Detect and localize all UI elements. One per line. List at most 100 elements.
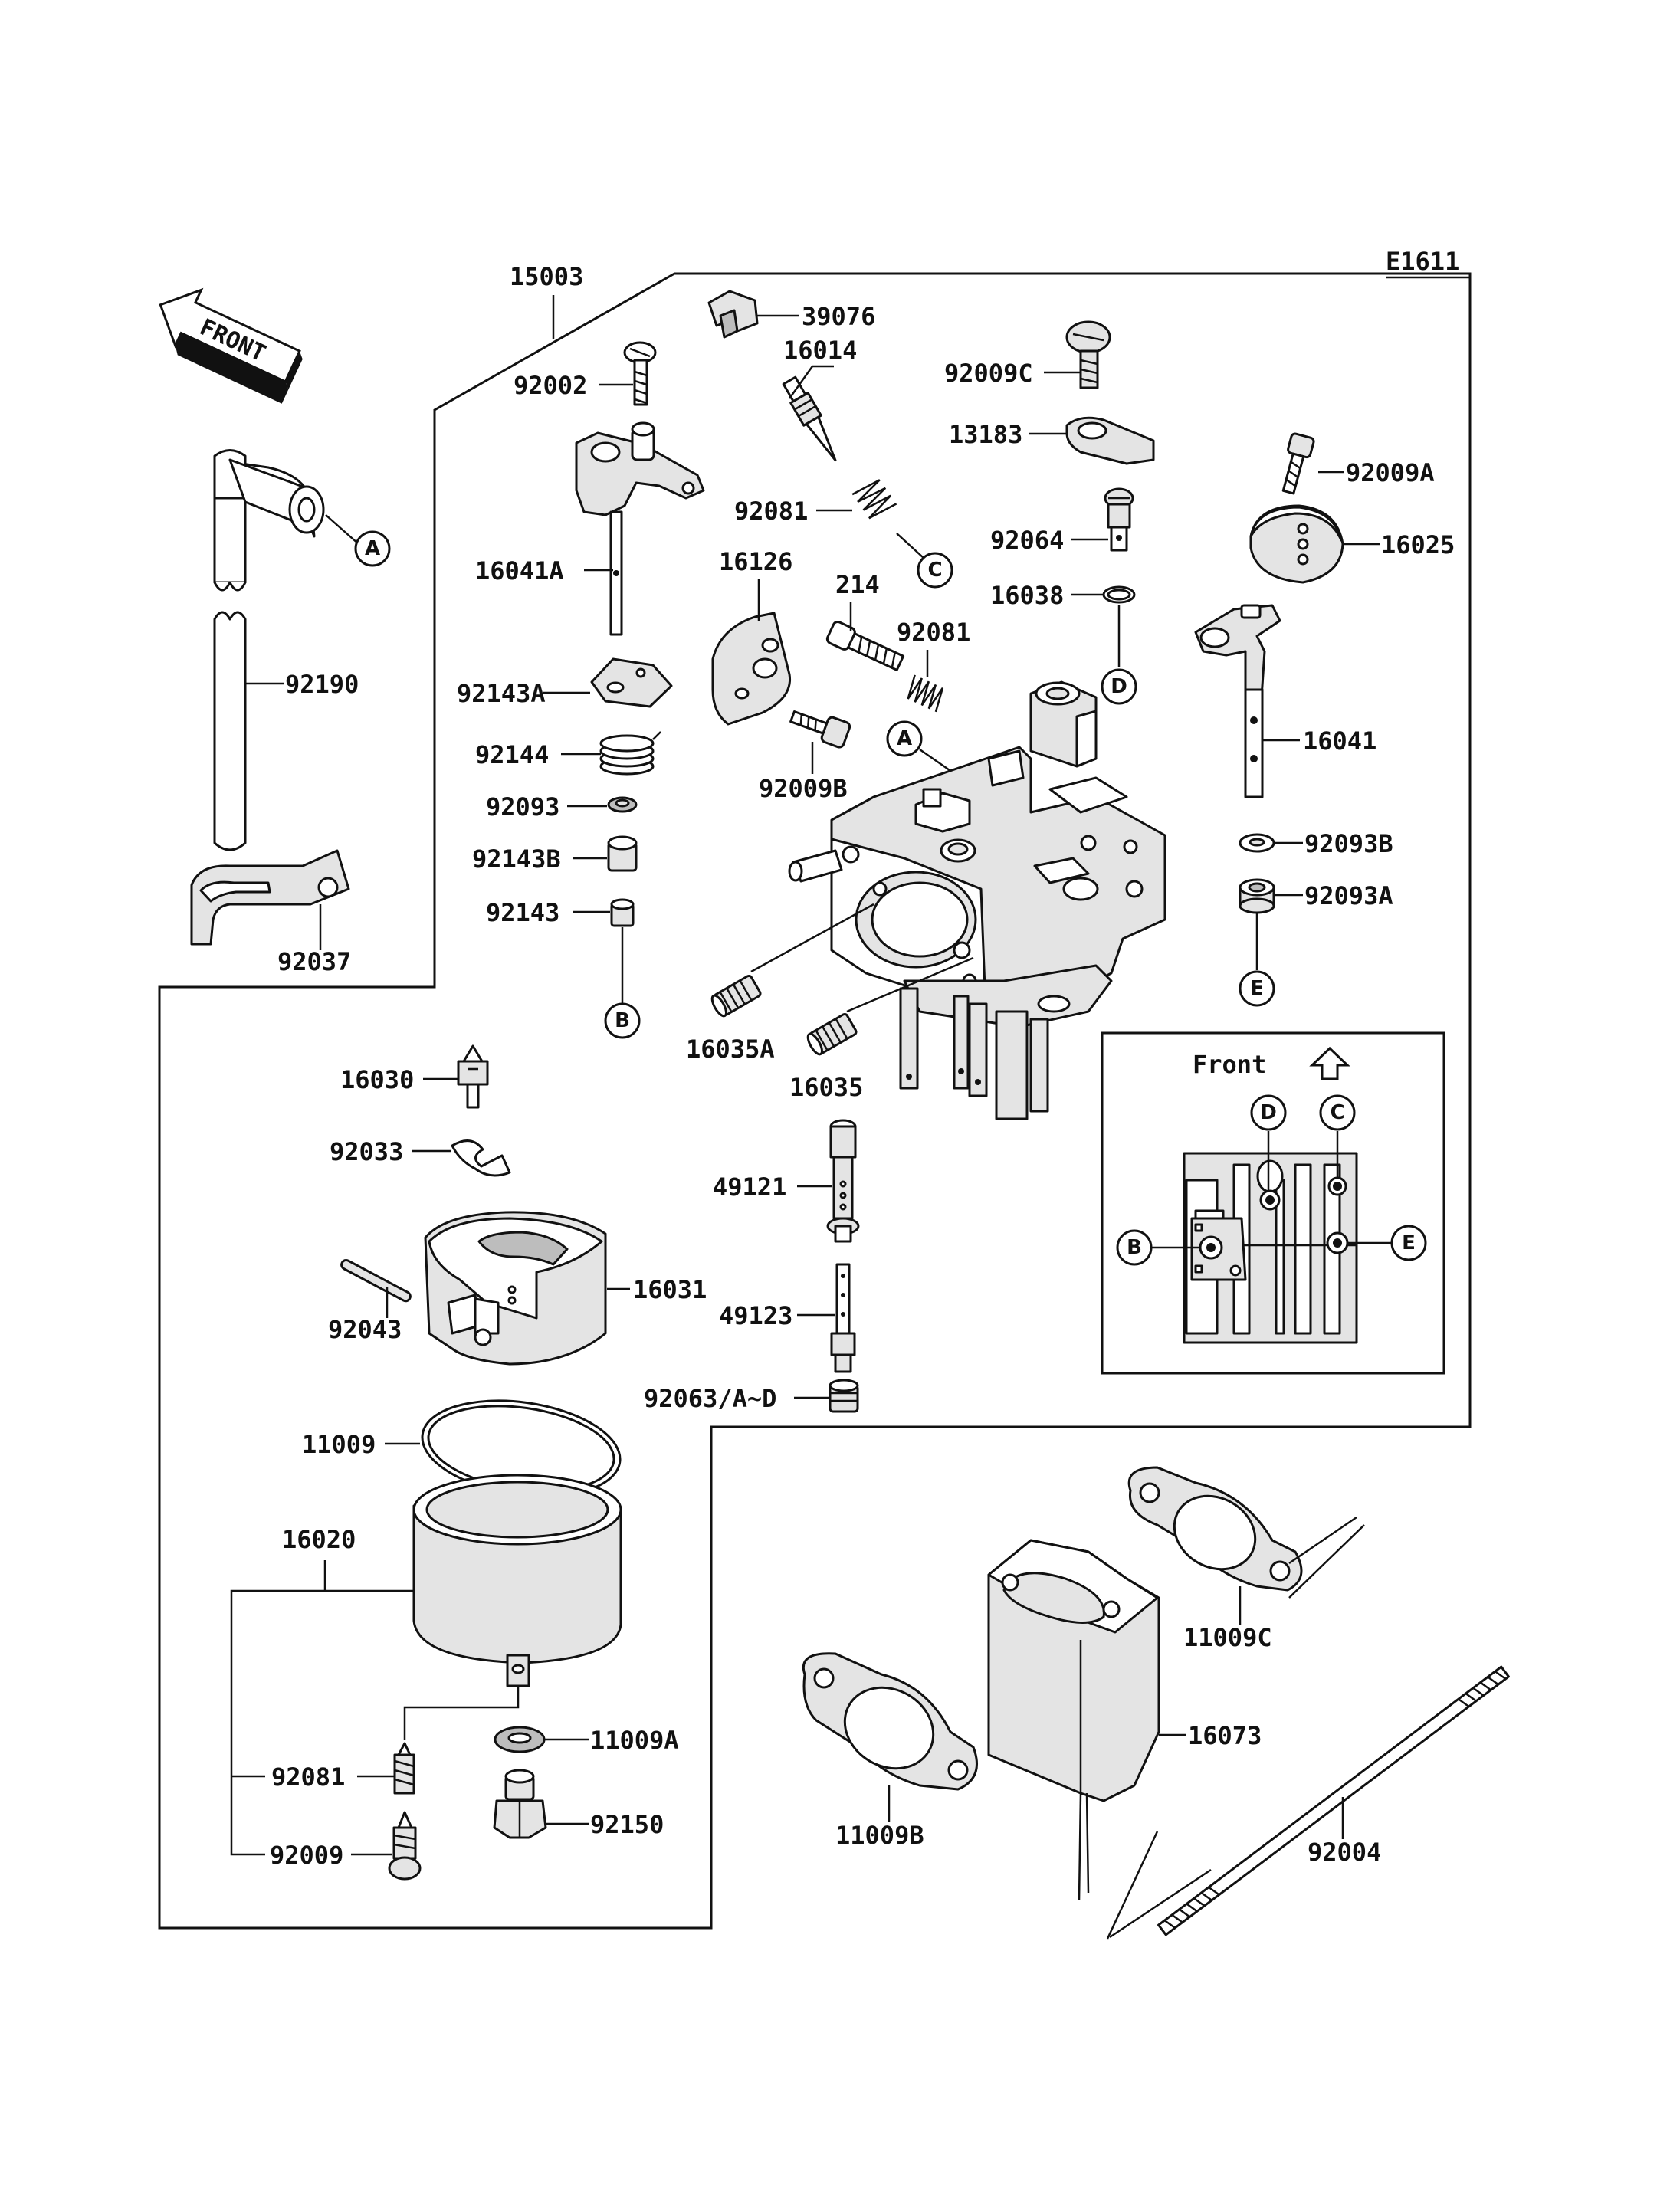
part-label-92150: 92150 — [590, 1810, 664, 1839]
part-throttle-lever-16041 — [1194, 604, 1281, 798]
part-float-needle-16014 — [782, 375, 837, 462]
part-label-92143A: 92143A — [457, 679, 546, 708]
part-label-92043: 92043 — [328, 1315, 402, 1344]
part-label-92144: 92144 — [475, 740, 549, 769]
callout-a-left: A — [354, 530, 391, 567]
part-spring-92081-bottom — [393, 1742, 415, 1795]
part-insulator-16073 — [987, 1539, 1160, 1802]
part-label-92093: 92093 — [486, 792, 559, 821]
part-spring-92081-top — [851, 479, 897, 520]
part-label-16073: 16073 — [1188, 1721, 1262, 1750]
part-label-92033: 92033 — [330, 1137, 403, 1166]
part-label-92081-top: 92081 — [734, 497, 808, 526]
part-screw-92064 — [1104, 487, 1134, 552]
part-label-16126: 16126 — [719, 547, 792, 576]
part-label-16025: 16025 — [1381, 530, 1455, 559]
part-bushing-92143B — [607, 835, 638, 872]
arrow-up-icon — [1309, 1046, 1350, 1080]
svg-text:C: C — [927, 559, 942, 582]
part-plug-92063 — [829, 1379, 859, 1413]
part-clip-39076 — [707, 290, 759, 339]
part-washer-92093 — [607, 796, 638, 813]
callout-e-inset: E — [1390, 1225, 1427, 1261]
part-label-13183: 13183 — [949, 420, 1022, 449]
part-label-16035: 16035 — [789, 1073, 863, 1102]
svg-text:A: A — [365, 537, 380, 560]
part-label-92190: 92190 — [285, 670, 359, 699]
part-clamp-92037 — [190, 849, 350, 946]
part-washer-11009A — [494, 1726, 546, 1753]
part-label-92009C: 92009C — [944, 359, 1033, 388]
part-label-16041A: 16041A — [475, 556, 564, 585]
part-emulsion-tube-49121 — [826, 1119, 860, 1243]
part-label-16035A: 16035A — [686, 1035, 775, 1064]
part-carburetor-body — [788, 680, 1166, 1120]
part-label-49121: 49121 — [713, 1172, 786, 1202]
part-label-16030: 16030 — [340, 1065, 414, 1094]
part-label-92037: 92037 — [277, 947, 351, 976]
part-gasket-11009B — [802, 1652, 978, 1791]
part-spring-92081-mid — [907, 674, 944, 713]
part-gasket-11009 — [421, 1399, 622, 1497]
front-arrow-icon: FRONT — [159, 287, 303, 404]
part-plate-16025 — [1249, 504, 1344, 584]
carburetor-assembly-boundary — [158, 272, 1472, 1930]
part-label-11009A: 11009A — [590, 1726, 679, 1755]
part-main-jet-49123 — [830, 1263, 856, 1373]
part-label-92004: 92004 — [1308, 1838, 1381, 1867]
part-fuel-pipe-92190 — [213, 449, 325, 851]
part-bolt-92150 — [493, 1769, 547, 1839]
part-label-92063: 92063/A~D — [644, 1384, 776, 1413]
part-clip-92033 — [451, 1139, 511, 1177]
part-label-92009: 92009 — [270, 1841, 343, 1870]
part-label-92009B: 92009B — [759, 774, 848, 803]
part-label-11009: 11009 — [302, 1430, 376, 1459]
part-label-11009B: 11009B — [835, 1821, 924, 1850]
part-label-92093B: 92093B — [1304, 829, 1393, 858]
svg-text:E: E — [1250, 977, 1264, 1000]
front-view-inset — [1101, 1031, 1445, 1375]
part-label-92081-bottom: 92081 — [271, 1763, 345, 1792]
part-label-92093A: 92093A — [1304, 881, 1393, 910]
inset-title: Front — [1193, 1050, 1266, 1079]
part-bushing-92093A — [1239, 878, 1275, 914]
part-label-92009A: 92009A — [1346, 458, 1435, 487]
part-label-92081-mid: 92081 — [897, 618, 970, 647]
callout-d-right: D — [1101, 668, 1137, 705]
part-float-bowl-16020 — [412, 1474, 622, 1687]
part-gasket-11009C — [1127, 1466, 1303, 1592]
inset-carburetor-view — [1183, 1152, 1358, 1344]
part-screw-214 — [825, 620, 905, 671]
part-label-16038: 16038 — [990, 581, 1064, 610]
part-float-16031 — [424, 1211, 607, 1366]
part-label-214: 214 — [835, 570, 880, 599]
svg-text:B: B — [615, 1009, 630, 1032]
svg-text:B: B — [1127, 1236, 1142, 1259]
part-gasket-16126 — [711, 612, 792, 726]
part-label-39076: 39076 — [802, 302, 875, 331]
part-label-92143B: 92143B — [472, 844, 561, 874]
part-label-16020: 16020 — [282, 1525, 356, 1554]
part-label-15003: 15003 — [510, 262, 583, 291]
callout-b-inset: B — [1116, 1229, 1153, 1266]
callout-b-left: B — [604, 1002, 641, 1039]
part-label-92002: 92002 — [514, 371, 587, 400]
diagram-code: E1611 — [1386, 247, 1459, 276]
part-plate-13183 — [1065, 416, 1155, 465]
part-float-valve-16030 — [457, 1044, 489, 1109]
callout-e-right: E — [1239, 970, 1275, 1007]
part-label-92064: 92064 — [990, 526, 1064, 555]
part-screw-92009B — [789, 710, 851, 749]
part-label-49123: 49123 — [719, 1301, 792, 1330]
part-jet-16035A — [710, 974, 762, 1018]
callout-c-top: C — [917, 552, 953, 589]
callout-d-inset: D — [1250, 1094, 1287, 1131]
part-label-16014: 16014 — [783, 336, 857, 365]
part-label-92143: 92143 — [486, 898, 559, 927]
part-choke-lever-16041A — [575, 421, 705, 636]
callout-c-inset: C — [1319, 1094, 1356, 1131]
part-screw-92009C — [1065, 320, 1111, 389]
part-stud-92004 — [1157, 1665, 1510, 1936]
part-oring-16038 — [1102, 585, 1136, 604]
